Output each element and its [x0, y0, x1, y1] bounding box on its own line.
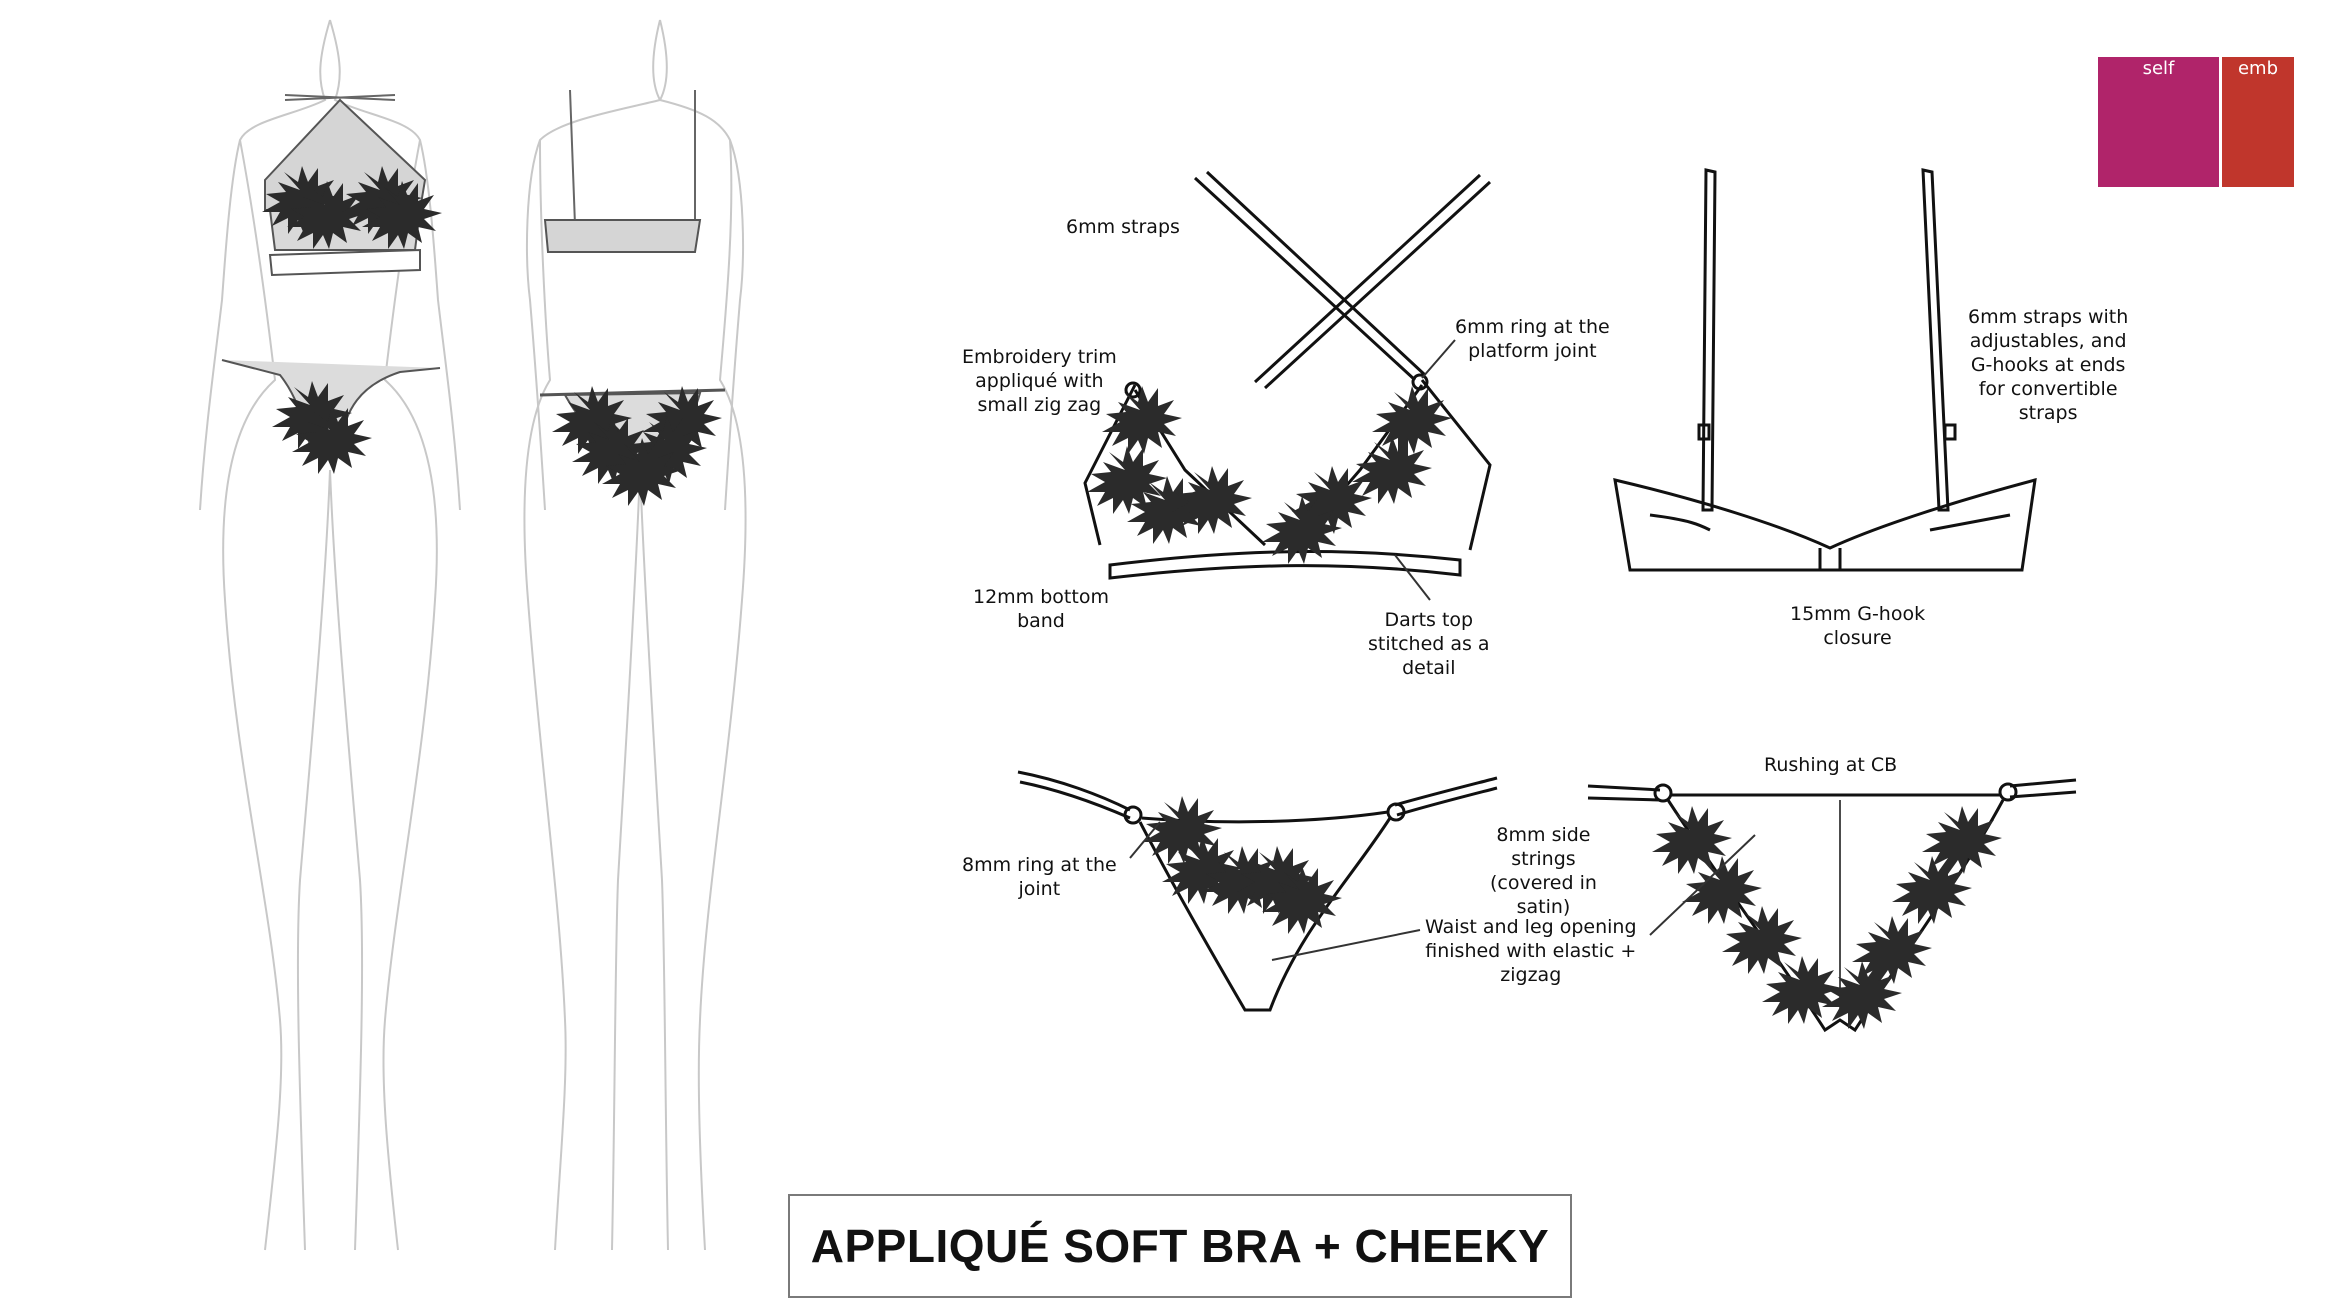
note-g-hook: 15mm G-hook closure [1790, 603, 1926, 649]
note-straps-front: 6mm straps [1066, 216, 1180, 238]
panty-back-flat [1587, 778, 2077, 1033]
note-rushing: Rushing at CB [1764, 754, 1898, 776]
note-ring-joint: 8mm ring at the joint [962, 854, 1117, 900]
bra-front-flat [1083, 170, 1492, 580]
swatch-emb-label: emb [2237, 58, 2279, 79]
croquis-back [523, 19, 747, 1251]
swatch-emb: emb [2222, 57, 2294, 187]
title-box: APPLIQUÉ SOFT BRA + CHEEKY [788, 1194, 1572, 1298]
bra-back-flat [1613, 168, 2037, 572]
swatch-self: self [2098, 57, 2219, 187]
swatch-self-label: self [2142, 58, 2175, 79]
note-bottom-band: 12mm bottom band [973, 586, 1109, 632]
note-embroidery-trim: Embroidery trim appliqué with small zig … [962, 346, 1117, 416]
croquis-front-bra [221, 94, 442, 474]
croquis-front [199, 19, 461, 1251]
note-straps-back: 6mm straps with adjustables, and G-hooks… [1968, 306, 2129, 424]
note-waist-leg: Waist and leg opening finished with elas… [1425, 916, 1637, 986]
panty-front-flat [1017, 770, 1498, 1012]
croquis-back-bra [539, 89, 726, 506]
note-side-strings: 8mm side strings (covered in satin) [1490, 824, 1597, 918]
annotation-leaders [1129, 339, 1756, 961]
note-ring-platform: 6mm ring at the platform joint [1455, 316, 1610, 362]
note-darts: Darts top stitched as a detail [1368, 609, 1490, 679]
page-title: APPLIQUÉ SOFT BRA + CHEEKY [810, 1220, 1550, 1272]
